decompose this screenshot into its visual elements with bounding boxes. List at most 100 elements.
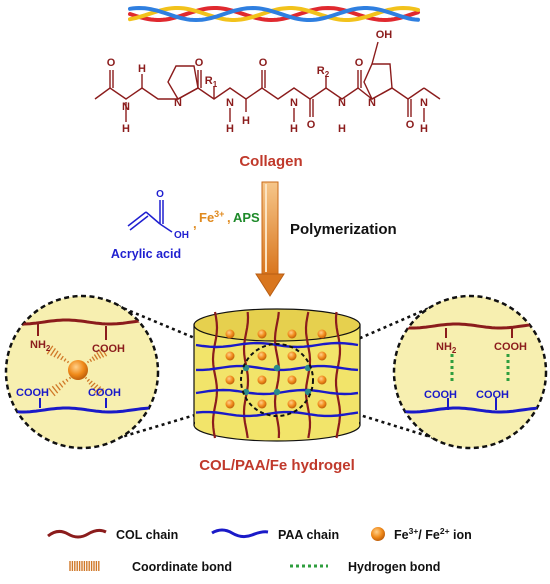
hydrogel-network bbox=[195, 311, 359, 439]
separator: , bbox=[227, 210, 231, 225]
gel-fe-ion bbox=[317, 399, 327, 409]
collagen-label: Collagen bbox=[239, 153, 302, 170]
proline-ring bbox=[167, 65, 199, 100]
legend-ion-label: Fe3+/ Fe2+ ion bbox=[394, 526, 472, 542]
left-zoom-coordinate: NH2 COOH COOH COOH bbox=[4, 294, 160, 450]
legend-paa-chain: PAA chain bbox=[211, 528, 339, 542]
zoom-focus-circle bbox=[240, 343, 314, 417]
cooh-group: COOH bbox=[92, 343, 125, 355]
legend-paa-label: PAA chain bbox=[278, 528, 339, 542]
paa-chain-swatch bbox=[211, 528, 269, 539]
hydroxyproline-ring bbox=[363, 63, 393, 100]
gel-junction bbox=[273, 388, 281, 396]
coordinate-bonds bbox=[46, 345, 108, 397]
atom-h: H bbox=[138, 63, 146, 75]
atom-r1: R1 bbox=[205, 75, 218, 89]
gel-fe-ion bbox=[287, 329, 297, 339]
cooh-group: COOH bbox=[424, 389, 457, 401]
collagen-atom-labels: O N H H N O N H R1 H O N H O R2 N H O N … bbox=[107, 29, 428, 135]
col-side-groups bbox=[37, 322, 107, 340]
gel-fe-ion bbox=[287, 375, 297, 385]
gel-fe-ion bbox=[225, 351, 235, 361]
legend-col-label: COL chain bbox=[116, 528, 178, 542]
cooh-group: COOH bbox=[88, 387, 121, 399]
atom-r2: R2 bbox=[317, 65, 330, 79]
coordinate-bond-swatch bbox=[69, 561, 100, 571]
acrylic-oh: OH bbox=[174, 230, 189, 241]
gel-fe-ion bbox=[317, 329, 327, 339]
gel-fe-ion bbox=[287, 399, 297, 409]
gel-fe-ion bbox=[225, 375, 235, 385]
hydrogel-cover bbox=[195, 325, 359, 425]
atom-h: H bbox=[242, 115, 250, 127]
atom-o: O bbox=[406, 119, 415, 131]
gel-col-chain bbox=[273, 311, 281, 439]
cooh-group: COOH bbox=[494, 341, 527, 353]
nh2-group: NH2 bbox=[30, 339, 51, 353]
polymerization-arrow bbox=[255, 181, 285, 297]
atom-o: O bbox=[195, 57, 204, 69]
gel-fe-ion bbox=[257, 375, 267, 385]
atom-n: N bbox=[122, 101, 130, 113]
legend-coordinate-bond: Coordinate bond bbox=[69, 560, 232, 574]
legend-hydrogen-label: Hydrogen bond bbox=[348, 560, 440, 574]
gel-col-chain bbox=[334, 311, 342, 439]
atom-o: O bbox=[107, 57, 116, 69]
helix-strand-blue bbox=[128, 5, 420, 23]
legend: COL chain PAA chain Fe3+/ Fe2+ ion Coord… bbox=[47, 526, 472, 574]
separator: , bbox=[193, 216, 197, 231]
atom-h: H bbox=[420, 123, 428, 135]
paa-side-groups bbox=[447, 398, 497, 410]
acrylic-o: O bbox=[156, 189, 164, 200]
atom-o: O bbox=[355, 57, 364, 69]
atom-n: N bbox=[368, 97, 376, 109]
atom-n: N bbox=[174, 97, 182, 109]
col-side-groups bbox=[445, 328, 513, 338]
col-chain-swatch bbox=[47, 528, 107, 539]
atom-h: H bbox=[122, 123, 130, 135]
collagen-triple-helix bbox=[128, 5, 420, 23]
gel-fe-ion bbox=[225, 399, 235, 409]
paa-chain-line bbox=[394, 406, 546, 414]
hydrogen-bonds bbox=[450, 354, 510, 384]
atom-o: O bbox=[307, 119, 316, 131]
gel-fe-ion bbox=[225, 329, 235, 339]
atom-oh: OH bbox=[376, 29, 393, 41]
fe-ion bbox=[68, 360, 88, 380]
right-zoom-hydrogen: NH2 COOH COOH COOH bbox=[392, 294, 548, 450]
atom-h: H bbox=[226, 123, 234, 135]
gel-fe-ion bbox=[317, 351, 327, 361]
col-chain-line bbox=[394, 322, 546, 330]
atom-h: H bbox=[338, 123, 346, 135]
legend-coordinate-label: Coordinate bond bbox=[132, 560, 232, 574]
gel-col-chain bbox=[304, 311, 312, 439]
acrylic-acid-structure bbox=[127, 200, 173, 233]
collagen-structure bbox=[94, 41, 441, 122]
atom-n: N bbox=[226, 97, 234, 109]
atom-n: N bbox=[420, 97, 428, 109]
acrylic-acid-label: Acrylic acid bbox=[111, 247, 181, 261]
gel-fe-ion bbox=[257, 351, 267, 361]
fe-ion-swatch bbox=[371, 527, 385, 541]
atom-h: H bbox=[290, 123, 298, 135]
gel-junction bbox=[273, 364, 281, 372]
paa-side-groups bbox=[39, 398, 107, 408]
legend-fe-ion: Fe3+/ Fe2+ ion bbox=[371, 526, 472, 542]
legend-col-chain: COL chain bbox=[47, 528, 178, 542]
gel-col-chain bbox=[211, 311, 219, 439]
gel-fe-ion bbox=[257, 399, 267, 409]
cooh-group: COOH bbox=[476, 389, 509, 401]
polymerization-label: Polymerization bbox=[290, 221, 397, 238]
atom-n: N bbox=[290, 97, 298, 109]
nh2-group: NH2 bbox=[436, 341, 457, 355]
fe-label: Fe3+ bbox=[199, 209, 224, 225]
gel-fe-ion bbox=[257, 329, 267, 339]
gel-fe-ion bbox=[287, 351, 297, 361]
atom-o: O bbox=[259, 57, 268, 69]
hydrogel-cylinder bbox=[193, 308, 361, 442]
gel-fe-ion bbox=[317, 375, 327, 385]
atom-n: N bbox=[338, 97, 346, 109]
legend-hydrogen-bond: Hydrogen bond bbox=[290, 560, 440, 574]
